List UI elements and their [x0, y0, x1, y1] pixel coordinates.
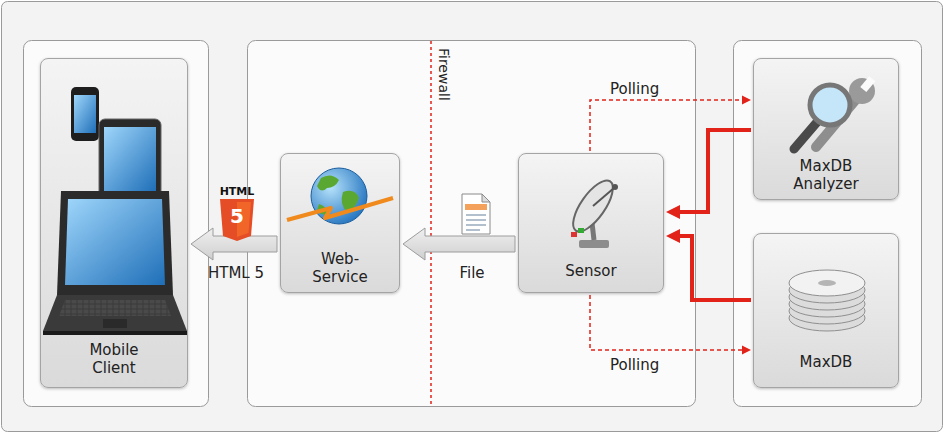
- data-read-arrow: [666, 130, 751, 219]
- service-box: Web- Service: [280, 153, 400, 293]
- edge-label: Polling: [610, 80, 659, 98]
- logo-number: 5: [230, 204, 244, 228]
- polling-arrow: [590, 96, 751, 152]
- file-icon: [462, 194, 490, 234]
- edge-label: Polling: [610, 356, 659, 374]
- node-label: Sensor: [565, 262, 616, 280]
- client-group: [24, 41, 209, 407]
- edge-label: File: [459, 264, 484, 282]
- server-group: [248, 41, 696, 407]
- node-label: MaxDB: [800, 353, 853, 371]
- html5-logo: [220, 199, 254, 241]
- device-illustration: [41, 59, 189, 389]
- edge-label: HTML 5: [208, 264, 264, 282]
- database-group: [734, 41, 922, 407]
- client-box: Mobile Client: [40, 58, 188, 388]
- data-read-arrow: [666, 229, 751, 300]
- data-flow-arrow: [403, 228, 515, 260]
- firewall-label: Firewall: [436, 48, 452, 101]
- polling-arrow: [590, 295, 751, 355]
- analyzer-box: MaxDB Analyzer: [753, 58, 899, 200]
- node-label: MaxDB Analyzer: [793, 157, 858, 193]
- firewall-line: [430, 41, 432, 406]
- node-label: Web- Service: [312, 250, 367, 286]
- logo-text: HTML: [220, 185, 255, 198]
- sensor-box: Sensor: [518, 153, 664, 293]
- database-box: MaxDB: [753, 233, 899, 388]
- node-label: Mobile Client: [89, 341, 138, 377]
